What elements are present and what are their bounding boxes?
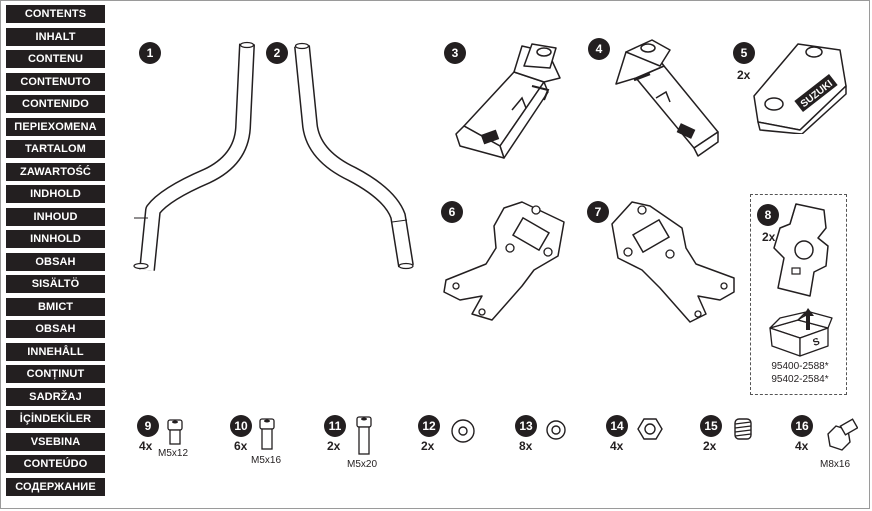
part-number-badge: 11 [324, 415, 346, 437]
small-washer-icon [546, 420, 566, 440]
quantity-label: 4x [139, 439, 153, 453]
lang-label: TARTALOM [6, 140, 105, 158]
lang-label: ZAWARTOŚĆ [6, 162, 105, 181]
part-number-badge: 7 [587, 201, 609, 223]
handlebar-left-illustration [133, 41, 255, 271]
quantity-label: 8x [519, 439, 533, 453]
part-number-line: 95400-2588* [771, 361, 829, 372]
threaded-insert-icon [734, 418, 752, 440]
package-box-icon: S [769, 308, 833, 357]
lang-label: СОДЕРЖАНИЕ [6, 477, 105, 496]
optional-part-box [750, 194, 847, 395]
quantity-label: 2x [762, 230, 776, 244]
lang-label: OBSAH [6, 252, 105, 271]
part-number-badge: 12 [418, 415, 440, 437]
part-number-badge: 14 [606, 415, 628, 437]
quantity-label: 2x [327, 439, 341, 453]
washer-icon [451, 419, 475, 443]
svg-text:S: S [812, 336, 822, 349]
part-number-badge: 13 [515, 415, 537, 437]
lang-label: CONTENTS [6, 5, 105, 23]
size-label: M5x12 [158, 448, 189, 459]
lang-label: INNHOLD [6, 230, 105, 248]
quantity-label: 2x [737, 68, 751, 82]
part-number-line: 95402-2584* [771, 374, 829, 385]
flange-bolt-icon [827, 418, 858, 451]
bolt-m5x16-icon [259, 418, 275, 450]
riser-spacer-illustration [773, 203, 829, 297]
lang-label: INHOUD [6, 207, 105, 226]
lang-label: CONȚINUT [6, 365, 105, 383]
lang-label: INDHOLD [6, 185, 105, 203]
part-number-badge: 16 [791, 415, 813, 437]
lang-label: SISÄLTÖ [6, 275, 105, 293]
lang-label: CONTEÚDO [6, 455, 105, 473]
lang-label: SADRŽAJ [6, 387, 105, 406]
lang-label: ВМІСТ [6, 297, 105, 316]
lang-label: CONTENIDO [6, 95, 105, 113]
lang-label: VSEBINA [6, 432, 105, 451]
bolt-m5x20-icon [356, 416, 372, 455]
lang-label: İÇİNDEKİLER [6, 410, 105, 428]
part-number-badge: 3 [444, 42, 466, 64]
part-number-badge: 6 [441, 201, 463, 223]
top-clamp-illustration: SUZUKI [753, 43, 847, 134]
size-label: M8x16 [820, 459, 851, 470]
hex-nut-icon [637, 418, 663, 440]
bolt-m5x12-icon [167, 419, 183, 445]
lang-label: CONTENU [6, 50, 105, 68]
lang-label: INNEHÅLL [6, 342, 105, 361]
quantity-label: 2x [703, 439, 717, 453]
quantity-label: 4x [610, 439, 624, 453]
size-label: M5x16 [251, 455, 282, 466]
part-number-badge: 5 [733, 42, 755, 64]
mounting-plate-right-illustration [611, 201, 735, 323]
lang-label: ΠΕΡΙΕΧΟΜΕΝΑ [6, 117, 105, 136]
lang-label: INHALT [6, 27, 105, 46]
part-number-badge: 10 [230, 415, 252, 437]
quantity-label: 2x [421, 439, 435, 453]
clamp-bracket-left-illustration [455, 43, 561, 159]
part-number-badge: 15 [700, 415, 722, 437]
mounting-plate-left-illustration [443, 201, 565, 321]
handlebar-right-illustration [294, 42, 414, 270]
quantity-label: 4x [795, 439, 809, 453]
part-number-badge: 8 [757, 204, 779, 226]
part-number-badge: 2 [266, 42, 288, 64]
part-number-badge: 9 [137, 415, 159, 437]
language-list: CONTENTS INHALT CONTENU CONTENUTO CONTEN… [6, 5, 105, 500]
size-label: M5x20 [347, 459, 378, 470]
part-number-badge: 4 [588, 38, 610, 60]
lang-label: CONTENUTO [6, 72, 105, 91]
clamp-bracket-right-illustration [615, 39, 719, 157]
quantity-label: 6x [234, 439, 248, 453]
part-number-badge: 1 [139, 42, 161, 64]
lang-label: OBSAH [6, 320, 105, 338]
